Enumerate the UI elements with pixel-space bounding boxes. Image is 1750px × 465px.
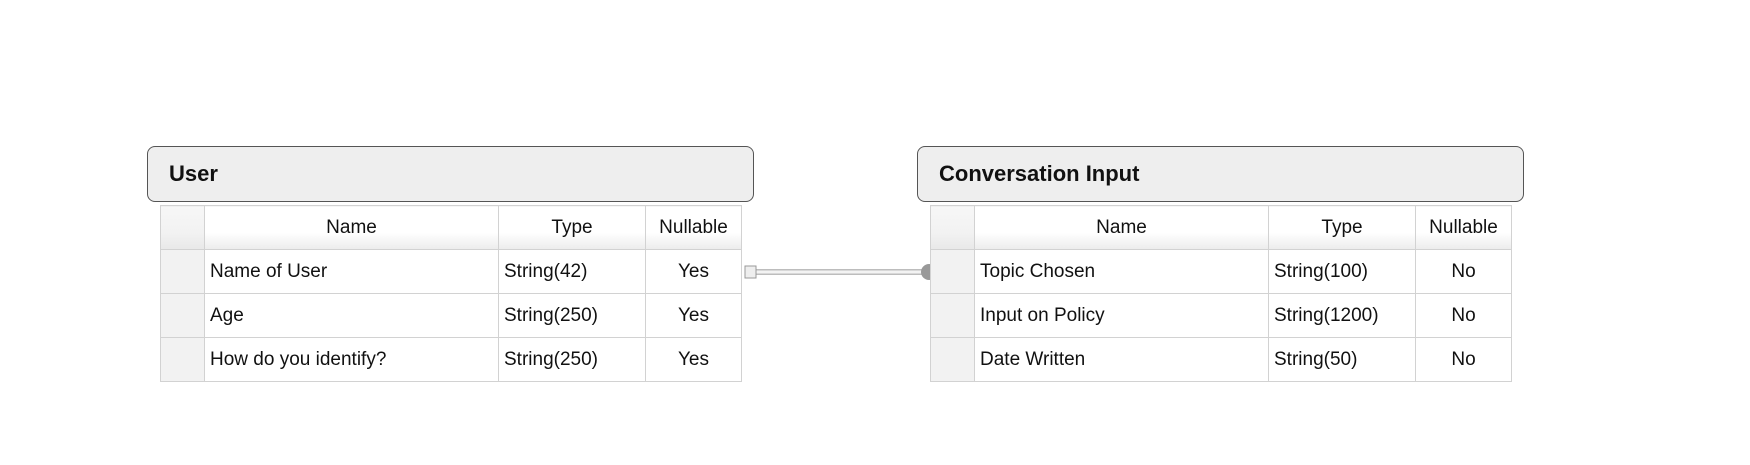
entity-fields-table: Name Type Nullable Name of User String(4…	[160, 205, 742, 382]
table-header-row: Name Type Nullable	[930, 205, 1512, 250]
row-marker[interactable]	[160, 249, 205, 294]
row-marker[interactable]	[160, 337, 205, 382]
field-nullable: No	[1415, 293, 1512, 338]
table-row[interactable]: Topic Chosen String(100) No	[930, 249, 1512, 294]
row-marker-header	[160, 205, 205, 250]
row-marker[interactable]	[930, 293, 975, 338]
column-header-name: Name	[204, 205, 499, 250]
field-name: Name of User	[204, 249, 499, 294]
field-name: Input on Policy	[974, 293, 1269, 338]
field-type: String(50)	[1268, 337, 1416, 382]
field-name: Date Written	[974, 337, 1269, 382]
entity-title[interactable]: Conversation Input	[917, 146, 1524, 202]
field-nullable: No	[1415, 249, 1512, 294]
table-row[interactable]: Input on Policy String(1200) No	[930, 293, 1512, 338]
column-header-nullable: Nullable	[1415, 205, 1512, 250]
table-row[interactable]: Name of User String(42) Yes	[160, 249, 742, 294]
column-header-type: Type	[1268, 205, 1416, 250]
field-name: Topic Chosen	[974, 249, 1269, 294]
row-marker[interactable]	[930, 337, 975, 382]
field-nullable: Yes	[645, 337, 742, 382]
field-name: Age	[204, 293, 499, 338]
entity-fields-table: Name Type Nullable Topic Chosen String(1…	[930, 205, 1512, 382]
field-type: String(250)	[498, 293, 646, 338]
field-type: String(42)	[498, 249, 646, 294]
row-marker[interactable]	[160, 293, 205, 338]
field-type: String(100)	[1268, 249, 1416, 294]
table-row[interactable]: Date Written String(50) No	[930, 337, 1512, 382]
entity-title[interactable]: User	[147, 146, 754, 202]
one-end-marker	[744, 265, 757, 279]
column-header-name: Name	[974, 205, 1269, 250]
field-nullable: Yes	[645, 249, 742, 294]
field-type: String(250)	[498, 337, 646, 382]
table-header-row: Name Type Nullable	[160, 205, 742, 250]
row-marker[interactable]	[930, 249, 975, 294]
column-header-nullable: Nullable	[645, 205, 742, 250]
field-type: String(1200)	[1268, 293, 1416, 338]
field-nullable: No	[1415, 337, 1512, 382]
field-nullable: Yes	[645, 293, 742, 338]
table-row[interactable]: How do you identify? String(250) Yes	[160, 337, 742, 382]
field-name: How do you identify?	[204, 337, 499, 382]
table-row[interactable]: Age String(250) Yes	[160, 293, 742, 338]
column-header-type: Type	[498, 205, 646, 250]
row-marker-header	[930, 205, 975, 250]
